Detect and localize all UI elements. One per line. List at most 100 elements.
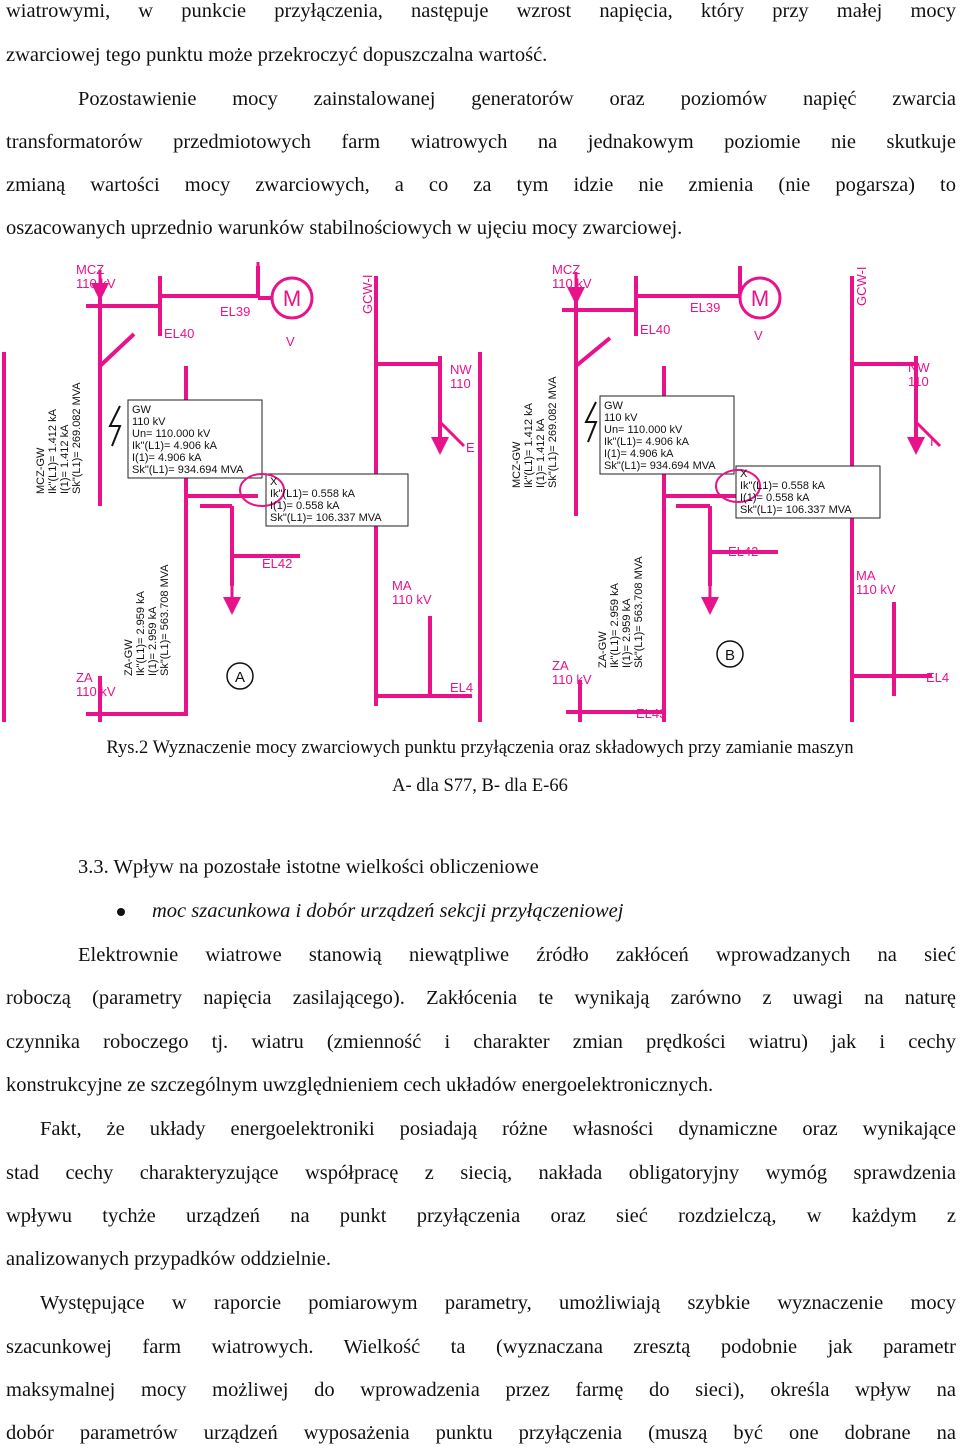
text-line: wpływu tychże urządzeń na punkt przyłącz…	[6, 1205, 956, 1227]
text-line: Pozostawienie mocy zainstalowanej genera…	[78, 88, 956, 110]
nw-kv-label: 110	[908, 374, 929, 389]
text-line: Fakt, że układy energoelektroniki posiad…	[40, 1118, 956, 1140]
readout-line: Sk"(L1)= 563.708 MVA	[159, 564, 171, 676]
mcz-kv-label: 110 kV	[552, 276, 592, 291]
x-line: Sk"(L1)= 106.337 MVA	[270, 512, 382, 524]
el39-label: EL39	[690, 300, 720, 315]
text-line: szacunkowej farm wiatrowych. Wielkość ta…	[6, 1336, 956, 1358]
motor-label: M	[283, 286, 301, 311]
figure-caption: Rys.2 Wyznaczenie mocy zwarciowych punkt…	[106, 738, 854, 758]
gw-line: 110 kV	[604, 412, 638, 424]
gw-line: Un= 110.000 kV	[604, 424, 683, 436]
fault-icon	[108, 405, 122, 447]
gw-line: GW	[132, 404, 152, 416]
readout-line: ZA-GW	[123, 639, 135, 676]
el4-label: EL4	[926, 670, 949, 685]
readout-line: Ik"(L1)= 2.959 kA	[609, 582, 621, 668]
text-line: konstrukcyjne ze szczególnym uwzględnien…	[6, 1074, 714, 1096]
short-circuit-diagram: M MCZ 110 kV EL39 EL40 V NW 110 E EL42 M…	[2, 262, 949, 722]
fault-icon	[584, 401, 598, 443]
el40-label: EL40	[640, 322, 670, 337]
panel-a-letter: A	[235, 669, 245, 686]
bullet-icon	[117, 908, 125, 916]
text-line: zmianą wartości mocy zwarciowych, a co z…	[6, 174, 956, 196]
el40-label: EL40	[164, 326, 194, 341]
readout-line: Ik"(L1)= 1.412 kA	[47, 408, 59, 494]
text-line: analizowanych przypadków oddzielnie.	[6, 1248, 332, 1270]
x-box	[735, 465, 881, 519]
readout-line: Sk"(L1)= 269.082 MVA	[71, 382, 83, 494]
v-label: V	[754, 328, 763, 343]
gw-line: I(1)= 4.906 kA	[132, 452, 202, 464]
readout-line: I(1)= 2.959 kA	[147, 606, 159, 676]
mcz-gw-readout: MCZ-GW Ik"(L1)= 1.412 kA I(1)= 1.412 kA …	[35, 382, 83, 494]
motor-icon	[270, 276, 314, 320]
panel-b: M MCZ 110 kV EL39 EL40 V NW 110 I EL42 M…	[478, 262, 949, 722]
panel-a: M MCZ 110 kV EL39 EL40 V NW 110 E EL42 M…	[2, 262, 475, 722]
nw-label: NW	[450, 362, 472, 377]
gw-box	[599, 395, 735, 475]
el42-label: EL42	[262, 556, 292, 571]
mcz-label: MCZ	[552, 262, 580, 277]
el4-label: EL4	[450, 680, 473, 695]
x-line: Ik"(L1)= 0.558 kA	[270, 488, 356, 500]
figure-caption: A- dla S77, B- dla E-66	[392, 776, 568, 796]
ma-label: MA	[856, 568, 876, 583]
gw-line: Ik"(L1)= 4.906 kA	[132, 440, 218, 452]
ma-label: MA	[392, 578, 412, 593]
e-label: I	[930, 434, 934, 449]
za-gw-readout: ZA-GW Ik"(L1)= 2.959 kA I(1)= 2.959 kA S…	[123, 564, 171, 676]
el42-label: EL42	[728, 544, 758, 559]
gw-box	[127, 399, 263, 479]
gw-line: Ik"(L1)= 4.906 kA	[604, 436, 690, 448]
gw-line: GW	[604, 400, 624, 412]
x-line: X	[270, 476, 278, 488]
x-line: X	[740, 468, 748, 480]
x-line: Ik"(L1)= 0.558 kA	[740, 480, 826, 492]
ma-kv-label: 110 kV	[856, 582, 896, 597]
gcw-label: GCW-I	[854, 267, 869, 306]
motor-icon	[738, 276, 782, 320]
text-line: zwarciowej tego punktu może przekroczyć …	[6, 44, 548, 66]
readout-line: I(1)= 2.959 kA	[621, 598, 633, 668]
za-gw-readout: ZA-GW Ik"(L1)= 2.959 kA I(1)= 2.959 kA S…	[597, 556, 645, 668]
nw-kv-label: 110	[450, 376, 471, 391]
readout-line: I(1)= 1.412 kA	[59, 424, 71, 494]
x-line: I(1)= 0.558 kA	[270, 500, 340, 512]
readout-line: I(1)= 1.412 kA	[535, 418, 547, 488]
gw-line: Un= 110.000 kV	[132, 428, 211, 440]
nw-label: NW	[908, 360, 930, 375]
gw-line: 110 kV	[132, 416, 166, 428]
za-kv-label: 110 kV	[76, 684, 116, 699]
text-line: wiatrowymi, w punkcie przyłączenia, nast…	[6, 0, 956, 22]
readout-line: Sk"(L1)= 269.082 MVA	[547, 376, 559, 488]
text-line: Występujące w raporcie pomiarowym parame…	[40, 1292, 956, 1314]
panel-b-letter: B	[725, 647, 735, 664]
panel-b-marker	[716, 640, 744, 668]
v-label: V	[286, 334, 295, 349]
section-heading: 3.3. Wpływ na pozostałe istotne wielkośc…	[78, 856, 539, 878]
e-label: E	[466, 440, 475, 455]
readout-line: MCZ-GW	[511, 441, 523, 488]
za-label: ZA	[76, 670, 93, 685]
mcz-gw-readout: MCZ-GW Ik"(L1)= 1.412 kA I(1)= 1.412 kA …	[511, 376, 559, 488]
text-line: czynnika roboczego tj. wiatru (zmienność…	[6, 1031, 956, 1053]
gcw-label: GCW-I	[360, 275, 375, 314]
readout-line: MCZ-GW	[35, 447, 47, 494]
gw-line: Sk"(L1)= 934.694 MVA	[604, 460, 716, 472]
motor-label: M	[751, 286, 769, 311]
za-label: ZA	[552, 658, 569, 673]
text-line: transformatorów przedmiotowych farm wiat…	[6, 131, 956, 153]
readout-line: ZA-GW	[597, 631, 609, 668]
gw-line: I(1)= 4.906 kA	[604, 448, 674, 460]
text-line: Elektrownie wiatrowe stanowią niewątpliw…	[78, 944, 956, 966]
x-line: I(1)= 0.558 kA	[740, 492, 810, 504]
mcz-kv-label: 110 kV	[76, 276, 116, 291]
readout-line: Sk"(L1)= 563.708 MVA	[633, 556, 645, 668]
x-line: Sk"(L1)= 106.337 MVA	[740, 504, 852, 516]
x-box	[265, 473, 409, 527]
za-kv-label: 110 kV	[552, 672, 592, 687]
readout-line: Ik"(L1)= 1.412 kA	[523, 402, 535, 488]
text-line: roboczą (parametry napięcia zasilającego…	[6, 987, 956, 1009]
